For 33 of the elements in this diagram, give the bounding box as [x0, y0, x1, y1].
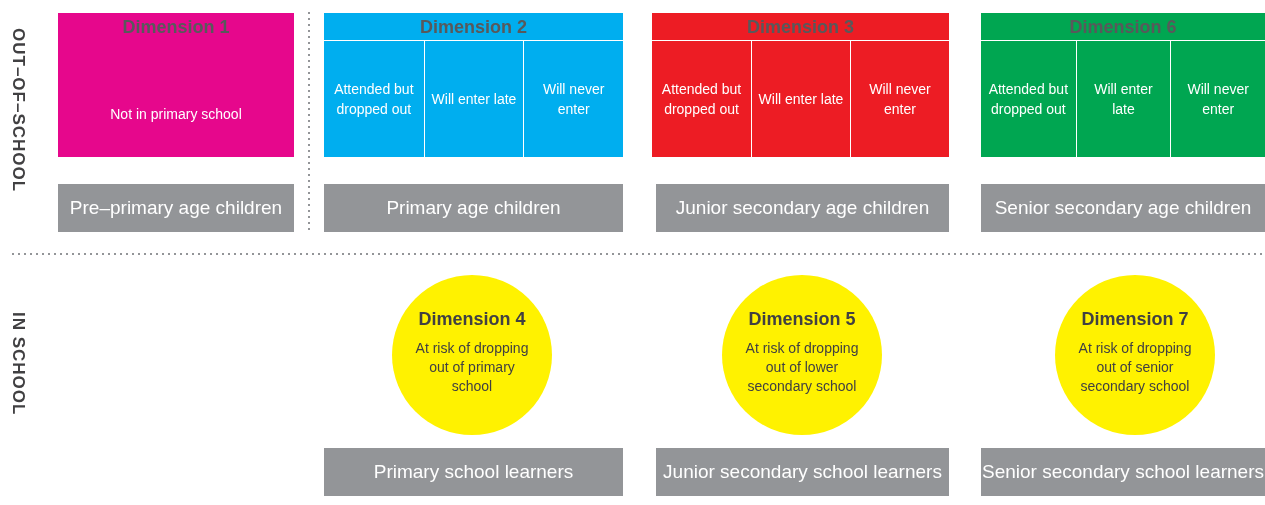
- category-text: Will never enter: [1186, 80, 1250, 119]
- group-label: Primary school learners: [324, 448, 623, 496]
- group-label: Senior secondary age children: [981, 184, 1265, 232]
- dimension-description: At risk of dropping out of senior secondary school: [1077, 339, 1193, 396]
- category-text: Attended but dropped out: [987, 80, 1070, 119]
- group-label: Senior secondary school learners: [981, 448, 1265, 496]
- dimension-description: At risk of dropping out of lower secondary school: [744, 339, 860, 396]
- category-text: Will never enter: [541, 80, 606, 119]
- dimension-heading: Dimension 2: [419, 17, 528, 38]
- section-label: OUT–OF–SCHOOL: [8, 28, 28, 193]
- group-label: Pre–primary age children: [58, 184, 294, 232]
- dimension-description: Not in primary school: [109, 106, 243, 122]
- dimension-box: [652, 13, 949, 157]
- dimension-heading: Dimension 7: [1080, 309, 1190, 330]
- dimension-heading: Dimension 3: [746, 17, 855, 38]
- group-label: Junior secondary age children: [656, 184, 949, 232]
- dimension-heading: Dimension 5: [747, 309, 857, 330]
- group-label: Primary age children: [324, 184, 623, 232]
- category-text: Will never enter: [868, 80, 932, 119]
- category-text: Attended but dropped out: [660, 80, 743, 119]
- section-label: IN SCHOOL: [8, 312, 28, 416]
- category-text: Will enter late: [758, 90, 844, 109]
- category-text: Will enter late: [431, 90, 517, 109]
- dimension-description: At risk of dropping out of primary school: [414, 339, 530, 396]
- dimension-heading: Dimension 4: [417, 309, 527, 330]
- dimension-box: [981, 13, 1265, 157]
- dimension-box: [324, 13, 623, 157]
- dimension-heading: Dimension 1: [121, 17, 231, 38]
- category-text: Will enter late: [1093, 80, 1154, 119]
- category-text: Attended but dropped out: [333, 80, 415, 119]
- dimension-heading: Dimension 6: [1068, 17, 1178, 38]
- group-label: Junior secondary school learners: [656, 448, 949, 496]
- dimension-box: [58, 13, 294, 157]
